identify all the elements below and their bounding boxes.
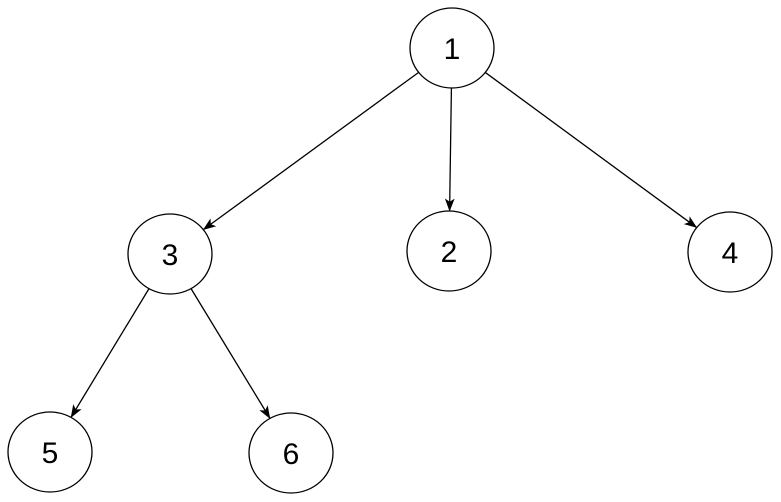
- node-circle: [248, 412, 334, 494]
- tree-node-6: 6: [248, 412, 334, 494]
- node-circle: [687, 211, 773, 293]
- edge-3-5: [70, 288, 150, 418]
- node-label: 6: [283, 438, 300, 471]
- tree-node-3: 3: [127, 213, 213, 295]
- node-circle: [7, 411, 93, 493]
- node-label: 2: [441, 236, 458, 269]
- node-circle: [409, 7, 495, 89]
- edge-3-6: [190, 288, 271, 419]
- tree-node-4: 4: [687, 211, 773, 293]
- tree-edges: [70, 71, 698, 419]
- tree-nodes: 1 2 3 4 5 6: [7, 7, 773, 494]
- tree-node-5: 5: [7, 411, 93, 493]
- node-circle: [127, 213, 213, 295]
- tree-node-1: 1: [409, 7, 495, 89]
- node-label: 5: [42, 437, 59, 470]
- edge-1-2: [444, 87, 455, 212]
- edge-1-4: [484, 71, 698, 229]
- node-label: 4: [722, 237, 739, 270]
- node-label: 1: [444, 33, 461, 66]
- node-label: 3: [162, 239, 179, 272]
- edge-1-3: [202, 71, 420, 231]
- tree-node-2: 2: [406, 210, 492, 292]
